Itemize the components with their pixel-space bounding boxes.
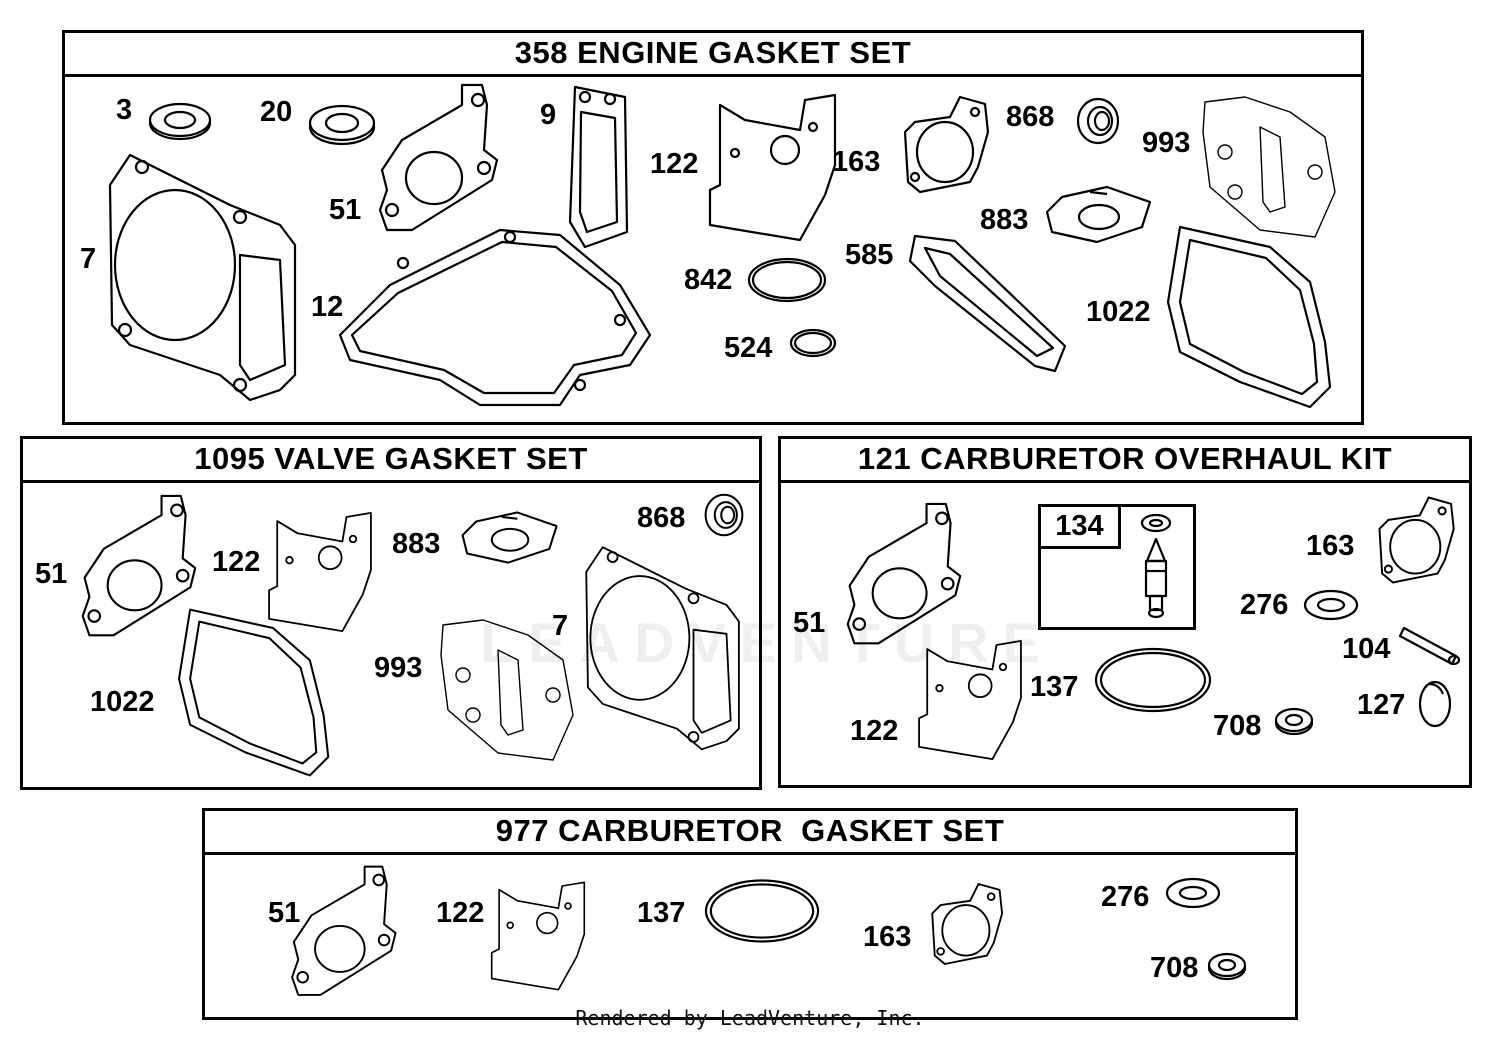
callout-163[interactable]: 163 [832,146,881,178]
part-valve-883 [461,511,558,564]
part-524-o-ring [789,328,837,358]
part-1022-gasket [1166,225,1332,409]
part-883-gasket [1045,185,1152,244]
part-carb-51 [846,502,962,645]
part-12-crankcase-gasket [338,228,652,407]
callout-9[interactable]: 9 [540,99,557,131]
part-cgs-51 [291,865,397,996]
callout-cgs-51[interactable]: 51 [268,897,301,929]
part-993-gasket [1202,96,1336,238]
part-valve-51 [81,494,197,637]
footer-credit: Rendered by LeadVenture, Inc. [575,1006,925,1030]
callout-51[interactable]: 51 [329,194,362,226]
part-valve-122 [268,512,372,632]
part-842-o-ring [747,257,827,303]
part-carb-163 [1378,496,1455,584]
callout-122[interactable]: 122 [650,148,699,180]
part-valve-993 [440,619,574,761]
part-9-gasket [568,85,629,249]
engine-gasket-set-title: 358 ENGINE GASKET SET [65,33,1361,77]
callout-993[interactable]: 993 [1142,127,1191,159]
engine-gasket-set-panel: 358 ENGINE GASKET SET [62,30,1364,425]
part-carb-104-pin [1398,626,1461,666]
carburetor-gasket-set-title: 977 CARBURETOR GASKET SET [205,811,1295,855]
part-51-intake-gasket [378,83,499,232]
carburetor-overhaul-kit-title: 121 CARBURETOR OVERHAUL KIT [781,439,1469,483]
part-carb-708-washer [1274,707,1314,736]
callout-carb-708[interactable]: 708 [1213,710,1262,742]
part-carb-127-plug [1418,680,1452,728]
valve-gasket-set-panel: 1095 VALVE GASKET SET [20,436,762,790]
callout-3[interactable]: 3 [116,94,133,126]
part-valve-1022 [178,608,330,777]
part-cgs-122 [490,881,586,991]
callout-cgs-276[interactable]: 276 [1101,881,1150,913]
callout-7[interactable]: 7 [80,243,97,275]
callout-valve-7[interactable]: 7 [552,610,569,642]
part-122-insulator [708,93,837,242]
callout-carb-104[interactable]: 104 [1342,633,1391,665]
valve-gasket-set-title: 1095 VALVE GASKET SET [23,439,759,483]
callout-carb-127[interactable]: 127 [1357,689,1406,721]
part-868-oil-seal [1076,97,1120,145]
callout-cgs-137[interactable]: 137 [637,897,686,929]
callout-valve-1022[interactable]: 1022 [90,686,155,718]
part-20-seal [308,104,376,146]
callout-valve-122[interactable]: 122 [212,546,261,578]
callout-842[interactable]: 842 [684,264,733,296]
part-valve-868 [704,493,744,537]
callout-valve-883[interactable]: 883 [392,528,441,560]
callout-585[interactable]: 585 [845,239,894,271]
callout-carb-276[interactable]: 276 [1240,589,1289,621]
callout-cgs-163[interactable]: 163 [863,921,912,953]
part-cgs-137-o-ring [704,879,820,943]
callout-cgs-122[interactable]: 122 [436,897,485,929]
callout-524[interactable]: 524 [724,332,773,364]
callout-carb-122[interactable]: 122 [850,715,899,747]
part-134-needle-icon [1140,513,1172,619]
part-carb-276-washer [1303,589,1359,621]
part-cgs-276-washer [1165,877,1221,909]
callout-carb-51[interactable]: 51 [793,607,826,639]
callout-134[interactable]: 134 [1041,507,1121,549]
callout-carb-163[interactable]: 163 [1306,530,1355,562]
part-163-gasket [903,95,990,194]
callout-valve-868[interactable]: 868 [637,502,686,534]
callout-1022[interactable]: 1022 [1086,296,1151,328]
callout-868[interactable]: 868 [1006,101,1055,133]
watermark: LEADVENTURE [480,611,1055,674]
part-carb-137-o-ring [1094,647,1212,713]
part-cgs-708-washer [1207,952,1247,981]
callout-valve-51[interactable]: 51 [35,558,68,590]
callout-20[interactable]: 20 [260,96,293,128]
part-134-inlet-needle-box: 134 [1038,504,1196,630]
callout-cgs-708[interactable]: 708 [1150,952,1199,984]
callout-carb-137[interactable]: 137 [1030,671,1079,703]
callout-12[interactable]: 12 [311,291,344,323]
part-cgs-163 [931,883,1004,965]
part-valve-7 [585,546,740,751]
part-3-seal [148,102,212,141]
part-7-head-gasket [108,153,297,402]
callout-valve-993[interactable]: 993 [374,652,423,684]
callout-883[interactable]: 883 [980,204,1029,236]
part-585-gasket [908,234,1067,373]
part-carb-122 [918,640,1022,760]
